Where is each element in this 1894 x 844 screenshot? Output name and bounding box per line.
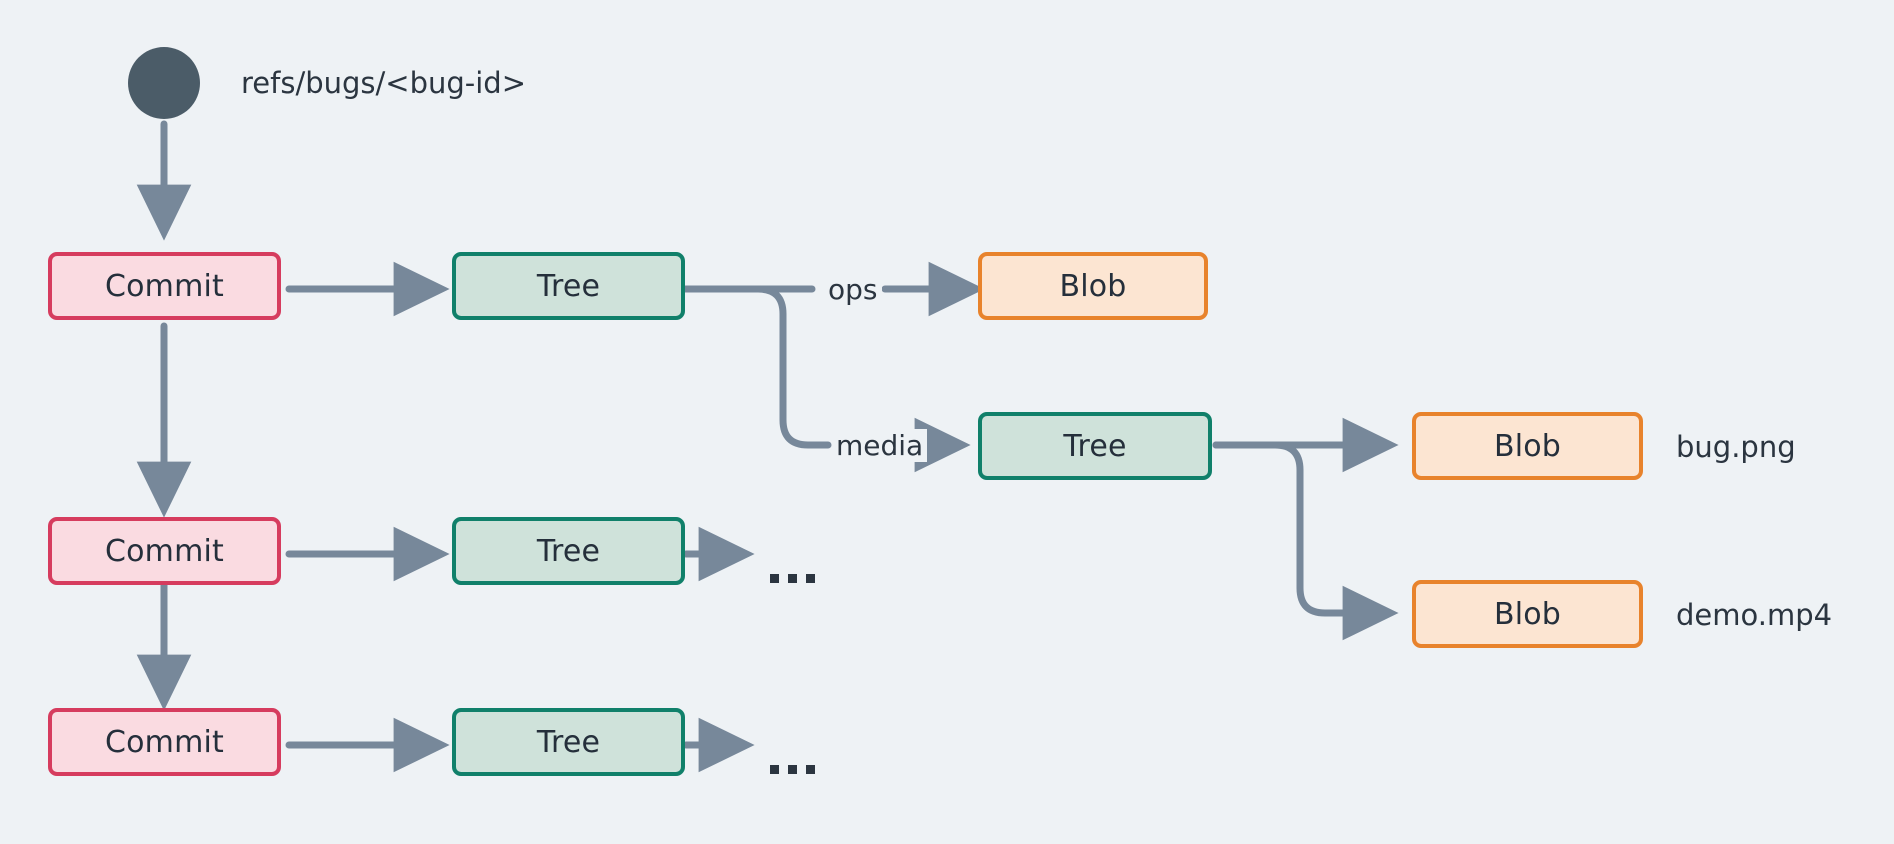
edge-label-ops: ops [824, 273, 882, 306]
node-commit-1[interactable]: Commit [48, 252, 281, 320]
node-blob-ops[interactable]: Blob [978, 252, 1208, 320]
ellipsis-dot [788, 765, 797, 774]
root-ref-circle-icon [128, 47, 200, 119]
node-commit-3[interactable]: Commit [48, 708, 281, 776]
ellipsis-tree-3-more [770, 765, 815, 774]
node-tree-1[interactable]: Tree [452, 252, 685, 320]
ellipsis-dot [806, 574, 815, 583]
node-blob-demo-mp4[interactable]: Blob [1412, 580, 1643, 648]
edge-treemedia-to-blob-demomp4 [1212, 441, 1399, 641]
node-blob-bug-png[interactable]: Blob [1412, 412, 1643, 480]
ellipsis-dot [788, 574, 797, 583]
node-tree-2[interactable]: Tree [452, 517, 685, 585]
edge-tree1-to-media [682, 285, 832, 449]
node-tree-3[interactable]: Tree [452, 708, 685, 776]
root-ref-label: refs/bugs/<bug-id> [241, 66, 527, 100]
node-tree-media[interactable]: Tree [978, 412, 1212, 480]
ellipsis-dot [770, 765, 779, 774]
ellipsis-tree-2-more [770, 574, 815, 583]
ellipsis-dot [770, 574, 779, 583]
edge-label-media: media [832, 429, 928, 462]
node-commit-2[interactable]: Commit [48, 517, 281, 585]
file-label-demo-mp4: demo.mp4 [1676, 598, 1833, 632]
file-label-bug-png: bug.png [1676, 430, 1796, 464]
ellipsis-dot [806, 765, 815, 774]
